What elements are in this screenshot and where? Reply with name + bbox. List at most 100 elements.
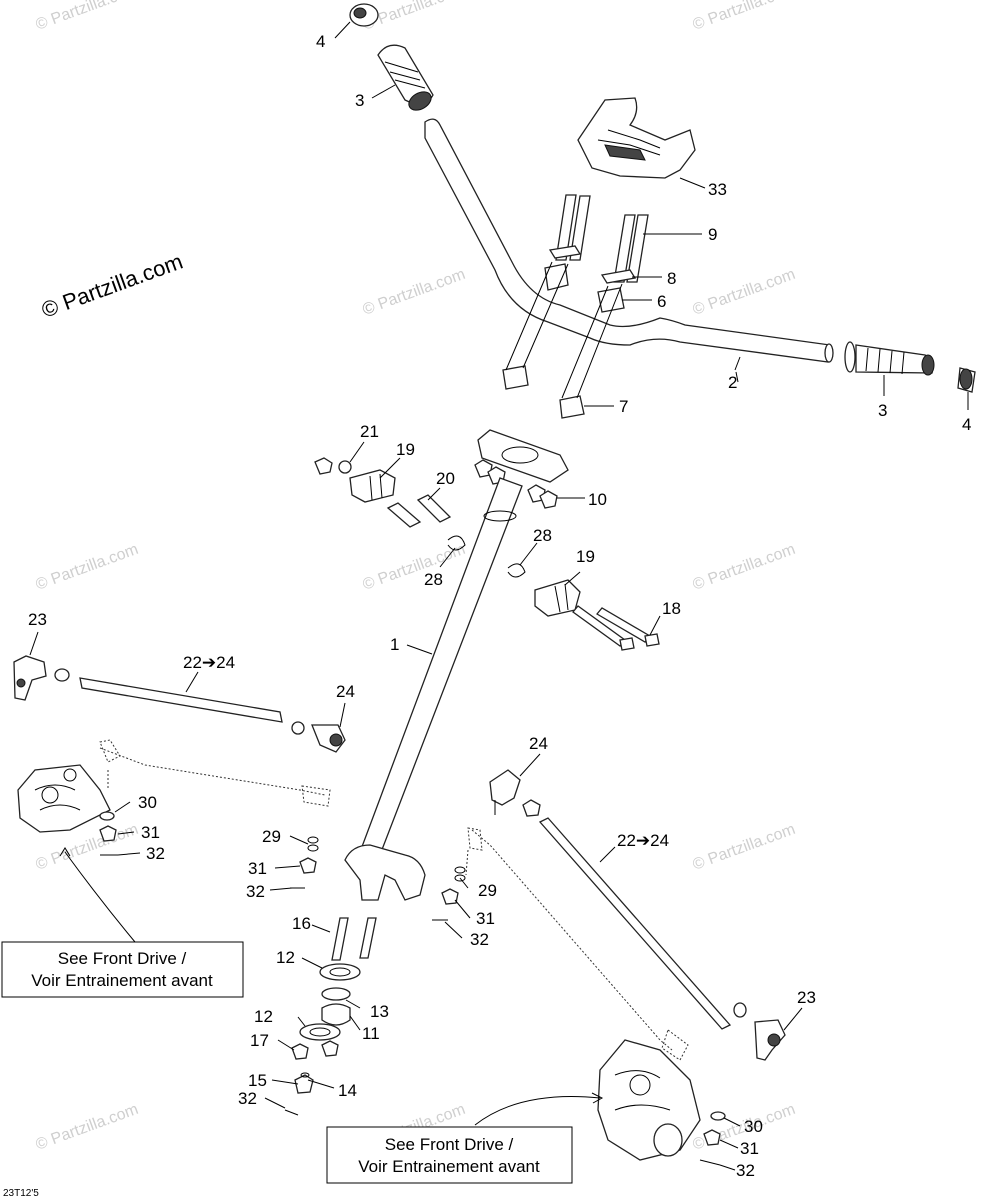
part-4-end-cap-top	[349, 3, 379, 27]
watermark: © Partzilla.com	[691, 0, 798, 34]
callout-6: 6	[657, 292, 666, 311]
note-front-drive-left: See Front Drive / Voir Entrainement avan…	[1, 941, 244, 998]
part-29-31-32-hardware-lower	[432, 866, 466, 921]
callout-19: 19	[576, 547, 595, 566]
callout-32: 32	[470, 930, 489, 949]
part-24-tie-rod-end-upper	[291, 721, 346, 753]
callout-31: 31	[141, 823, 160, 842]
part-24-tie-rod-end-right	[489, 769, 521, 815]
note-line-1: See Front Drive /	[58, 949, 187, 968]
part-2-handlebar	[424, 118, 834, 363]
watermark: © Partzilla.com	[34, 1101, 141, 1154]
part-17-nuts	[291, 1040, 339, 1060]
callout-23: 23	[28, 610, 47, 629]
part-tie-rod-jam-nut-left	[54, 668, 70, 682]
part-21-nut	[314, 457, 352, 475]
part-4-end-cap-right	[957, 367, 976, 393]
part-19-bushing-left	[349, 469, 396, 503]
part-23-tie-rod-end-left	[13, 655, 47, 701]
callout-3: 3	[355, 91, 364, 110]
note-front-drive-right: See Front Drive / Voir Entrainement avan…	[326, 1126, 573, 1184]
callout-18: 18	[662, 599, 681, 618]
alignment-lines	[505, 261, 623, 399]
callout-1: 1	[390, 635, 399, 654]
part-23-tie-rod-end-right	[733, 1002, 786, 1061]
part-12-seal-lower	[299, 1023, 341, 1041]
callout-11: 11	[362, 1024, 380, 1043]
note-line-1: See Front Drive /	[385, 1135, 514, 1154]
callout-28: 28	[533, 526, 552, 545]
callout-9: 9	[708, 225, 717, 244]
callout-13: 13	[370, 1002, 389, 1021]
callout-24: 24	[336, 682, 355, 701]
copyright-label: © Partzilla.com	[38, 249, 186, 323]
callout-31: 31	[248, 859, 267, 878]
part-29-31-32-hardware-upper	[290, 836, 319, 889]
part-10-nuts	[474, 459, 558, 509]
part-7-lower-clamps	[502, 365, 585, 419]
part-30-31-32-hardware-left	[99, 811, 118, 856]
watermark: © Partzilla.com	[691, 821, 798, 874]
callout-23: 23	[797, 988, 816, 1007]
part-22-tie-rod-right	[538, 817, 732, 1030]
callout-20: 20	[436, 469, 455, 488]
callout-19: 19	[396, 440, 415, 459]
part-18-bolts	[572, 605, 660, 651]
part-30-31-32-hardware-right	[699, 1111, 726, 1166]
part-9-bolts	[555, 194, 649, 283]
note-line-2: Voir Entrainement avant	[31, 971, 213, 990]
part-33-handlebar-pad	[577, 97, 696, 179]
callout-32: 32	[146, 844, 165, 863]
callout-21: 21	[360, 422, 379, 441]
part-19-bushing-right	[534, 579, 581, 617]
callout-2: 2	[728, 373, 737, 392]
callout-15: 15	[248, 1071, 267, 1090]
callout-4: 4	[962, 415, 971, 434]
note-line-2: Voir Entrainement avant	[358, 1157, 540, 1176]
watermark: © Partzilla.com	[361, 266, 468, 319]
part-8-washers	[548, 245, 637, 284]
part-steering-arm	[344, 844, 426, 901]
part-32-cotter-pin-bottom	[284, 1109, 299, 1116]
callout-22-24: 22➔24	[183, 653, 235, 672]
callout-24: 24	[529, 734, 548, 753]
callout-7: 7	[619, 397, 628, 416]
watermark: © Partzilla.com	[34, 541, 141, 594]
callout-3: 3	[878, 401, 887, 420]
callout-29: 29	[262, 827, 281, 846]
part-tie-rod-jam-nut-right	[522, 799, 541, 817]
part-12-seal-upper	[319, 963, 361, 981]
callout-32: 32	[238, 1089, 257, 1108]
watermark: © Partzilla.com	[34, 0, 141, 34]
callout-17: 17	[250, 1031, 269, 1050]
callout-22-24: 22➔24	[617, 831, 669, 850]
watermark: © Partzilla.com	[691, 541, 798, 594]
callout-28: 28	[424, 570, 443, 589]
callout-30: 30	[744, 1117, 763, 1136]
callout-32: 32	[736, 1161, 755, 1180]
callout-10: 10	[588, 490, 607, 509]
callout-33: 33	[708, 180, 727, 199]
callout-labels: 4 3 33 9 8 6 2 3 4 7 10 21 19 20 28 28 1…	[28, 32, 971, 1180]
part-28-retaining-rings	[447, 535, 526, 578]
part-left-dotted-linkage	[99, 739, 331, 807]
part-steering-plate	[477, 429, 569, 483]
part-right-dotted-linkage	[465, 827, 689, 1061]
drawing-code: 23T12'5	[3, 1188, 39, 1199]
callout-12: 12	[276, 948, 295, 967]
part-3-grip-top	[377, 44, 434, 111]
callout-29: 29	[478, 881, 497, 900]
part-16-bolts	[331, 917, 377, 961]
callout-4: 4	[316, 32, 325, 51]
callout-12: 12	[254, 1007, 273, 1026]
part-3-grip-right	[844, 341, 935, 376]
part-20-sleeves	[386, 494, 452, 528]
part-steering-knuckle-left	[17, 764, 111, 833]
callout-30: 30	[138, 793, 157, 812]
callout-31: 31	[476, 909, 495, 928]
part-15-14-castle-nut	[294, 1072, 314, 1094]
part-steering-knuckle-right	[597, 1039, 701, 1161]
part-13-11-bearing	[321, 987, 351, 1026]
part-22-tie-rod-left	[79, 677, 283, 723]
